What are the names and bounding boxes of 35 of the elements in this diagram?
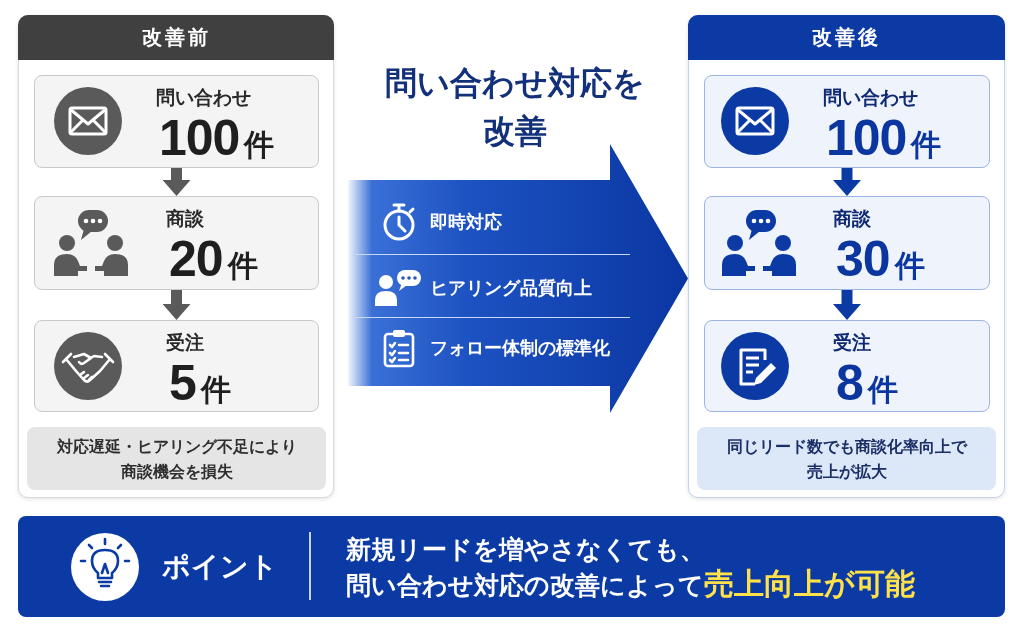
count-text: 20件 <box>169 234 258 284</box>
stage-box <box>704 75 990 168</box>
flow-arrow <box>833 168 861 196</box>
stage-label: 問い合わせ <box>823 86 918 110</box>
flow-arrow <box>162 290 191 320</box>
stage-label: 商談 <box>833 207 871 231</box>
count-text: 100件 <box>159 113 275 163</box>
panel-header: 改善後 <box>688 15 1005 60</box>
stage-label: 受注 <box>833 331 871 355</box>
banner-heading: ポイント <box>162 550 278 584</box>
summary-note: 同じリード数でも商談化率向上で売上が拡大 <box>697 427 996 490</box>
summary-note: 対応遅延・ヒアリング不足により商談機会を損失 <box>27 427 326 490</box>
stage-box <box>34 75 319 168</box>
comparison-panel <box>18 15 334 498</box>
count-text: 30件 <box>836 234 925 284</box>
count-text: 100件 <box>826 113 942 163</box>
point-banner <box>18 516 1005 617</box>
panel-header: 改善前 <box>18 15 334 60</box>
measure-label: 即時対応 <box>430 211 502 234</box>
stage-box <box>34 320 319 412</box>
count-text: 8件 <box>836 358 898 408</box>
measure-label: ヒアリング品質向上 <box>430 277 592 300</box>
stage-box <box>704 320 990 412</box>
message-text: 新規リードを増やさなくても、問い合わせ対応の改善によって売上向上が可能 <box>346 534 916 602</box>
count-text: 5件 <box>169 358 231 408</box>
stage-label: 受注 <box>166 331 204 355</box>
stage-label: 商談 <box>166 207 204 231</box>
stage-box <box>704 196 990 290</box>
flow-arrow <box>833 290 861 320</box>
stage-box <box>34 196 319 290</box>
diagram-title: 問い合わせ対応を改善 <box>384 64 646 151</box>
flow-arrow <box>162 168 191 196</box>
comparison-panel <box>688 15 1005 498</box>
measure-label: フォロー体制の標準化 <box>430 337 610 360</box>
stage-label: 問い合わせ <box>156 86 251 110</box>
